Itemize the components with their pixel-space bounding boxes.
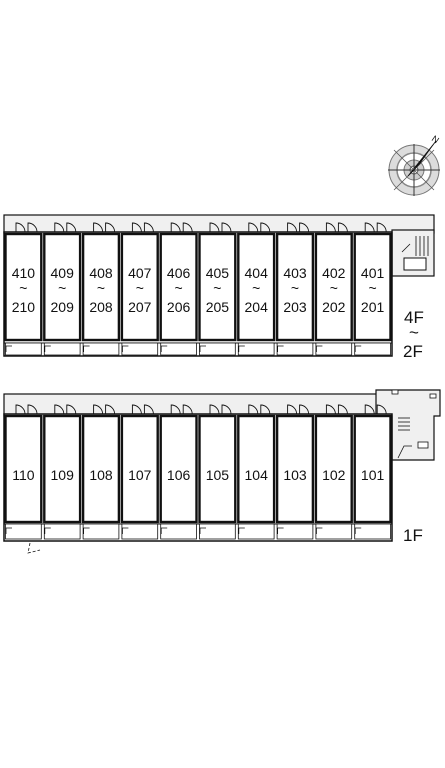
- unit-cell: 406~206: [159, 232, 198, 356]
- unit-number: 105: [206, 467, 230, 483]
- unit-number-sep: ~: [252, 280, 260, 296]
- upper-floor-label-top: 4F: [404, 308, 424, 327]
- unit-number-bottom: 204: [245, 299, 269, 315]
- unit-number: 102: [322, 467, 346, 483]
- unit-cell: 402~202: [314, 232, 353, 356]
- unit-number-top: 410: [12, 265, 36, 281]
- unit-number-bottom: 205: [206, 299, 230, 315]
- unit-cell: 405~205: [198, 232, 237, 356]
- compass-north-arrow-icon: N: [388, 133, 441, 196]
- unit-number-top: 402: [322, 265, 346, 281]
- door-swing-icon: [325, 404, 348, 415]
- unit-number-sep: ~: [369, 280, 377, 296]
- unit-number-bottom: 201: [361, 299, 385, 315]
- upper-stairs: [391, 229, 435, 277]
- unit-cell: 408~208: [81, 232, 121, 356]
- unit-cell: 401~201: [353, 232, 392, 356]
- compass-north-label: N: [430, 133, 441, 145]
- door-swing-icon: [93, 404, 116, 415]
- door-swing-icon: [364, 222, 387, 233]
- ground-building: 110 109 108 107 106 105 104 103 102 101 1F: [3, 389, 441, 554]
- unit-number-bottom: 210: [12, 299, 36, 315]
- door-swing-icon: [170, 404, 193, 415]
- unit-number-sep: ~: [19, 280, 27, 296]
- unit-number: 104: [245, 467, 269, 483]
- unit-cell: 106: [159, 414, 198, 540]
- unit-number-top: 403: [283, 265, 307, 281]
- door-swing-icon: [93, 222, 116, 233]
- unit-number-sep: ~: [175, 280, 183, 296]
- unit-cell: 403~203: [275, 232, 315, 356]
- unit-cell: 102: [314, 414, 353, 540]
- door-swing-icon: [248, 222, 271, 233]
- door-swing-icon: [131, 404, 154, 415]
- unit-number: 110: [12, 467, 35, 483]
- unit-number-bottom: 202: [322, 299, 346, 315]
- unit-number-top: 405: [206, 265, 230, 281]
- unit-cell: 108: [81, 414, 121, 540]
- unit-number: 109: [51, 467, 75, 483]
- unit-number-top: 408: [89, 265, 113, 281]
- unit-cell: 105: [198, 414, 237, 540]
- door-swing-icon: [248, 404, 271, 415]
- door-swing-icon: [287, 404, 310, 415]
- door-swing-icon: [54, 404, 77, 415]
- door-swing-icon: [325, 222, 348, 233]
- unit-cell: 110: [4, 414, 43, 540]
- unit-number-sep: ~: [97, 280, 105, 296]
- unit-number-bottom: 206: [167, 299, 191, 315]
- unit-number: 101: [361, 467, 385, 483]
- door-swing-icon: [364, 404, 387, 415]
- door-swing-icon: [131, 222, 154, 233]
- upper-floor-label-sep: ~: [409, 323, 419, 342]
- unit-number-top: 407: [128, 265, 152, 281]
- unit-number: 106: [167, 467, 191, 483]
- door-swing-icon: [209, 222, 232, 233]
- unit-number: 103: [283, 467, 307, 483]
- upper-building: 410~210409~209408~208407~207406~206405~2…: [3, 214, 435, 361]
- door-swing-icon: [209, 404, 232, 415]
- unit-number: 108: [89, 467, 113, 483]
- unit-number-bottom: 203: [283, 299, 307, 315]
- unit-number-top: 404: [245, 265, 269, 281]
- unit-number-top: 409: [51, 265, 75, 281]
- unit-cell: 101: [353, 414, 392, 540]
- unit-cell: 109: [43, 414, 82, 540]
- door-swing-icon: [15, 404, 38, 415]
- unit-number-sep: ~: [330, 280, 338, 296]
- unit-cell: 407~207: [120, 232, 159, 356]
- door-swing-icon: [287, 222, 310, 233]
- upper-floor-label-bottom: 2F: [403, 342, 423, 361]
- unit-number-top: 401: [361, 265, 385, 281]
- door-swing-icon: [15, 222, 38, 233]
- unit-number-sep: ~: [213, 280, 221, 296]
- unit-number-bottom: 209: [51, 299, 75, 315]
- ground-floor-label: 1F: [403, 526, 423, 545]
- unit-number: 107: [128, 467, 152, 483]
- unit-cell: 107: [120, 414, 159, 540]
- unit-number-bottom: 208: [89, 299, 113, 315]
- unit-number-sep: ~: [136, 280, 144, 296]
- unit-cell: 410~210: [4, 232, 43, 356]
- unit-cell: 103: [275, 414, 315, 540]
- door-swing-icon: [170, 222, 193, 233]
- door-swing-icon: [54, 222, 77, 233]
- unit-cell: 104: [237, 414, 276, 540]
- unit-number-sep: ~: [291, 280, 299, 296]
- unit-number-top: 406: [167, 265, 191, 281]
- unit-cell: 409~209: [43, 232, 82, 356]
- unit-cell: 404~204: [237, 232, 276, 356]
- unit-number-bottom: 207: [128, 299, 152, 315]
- unit-number-sep: ~: [58, 280, 66, 296]
